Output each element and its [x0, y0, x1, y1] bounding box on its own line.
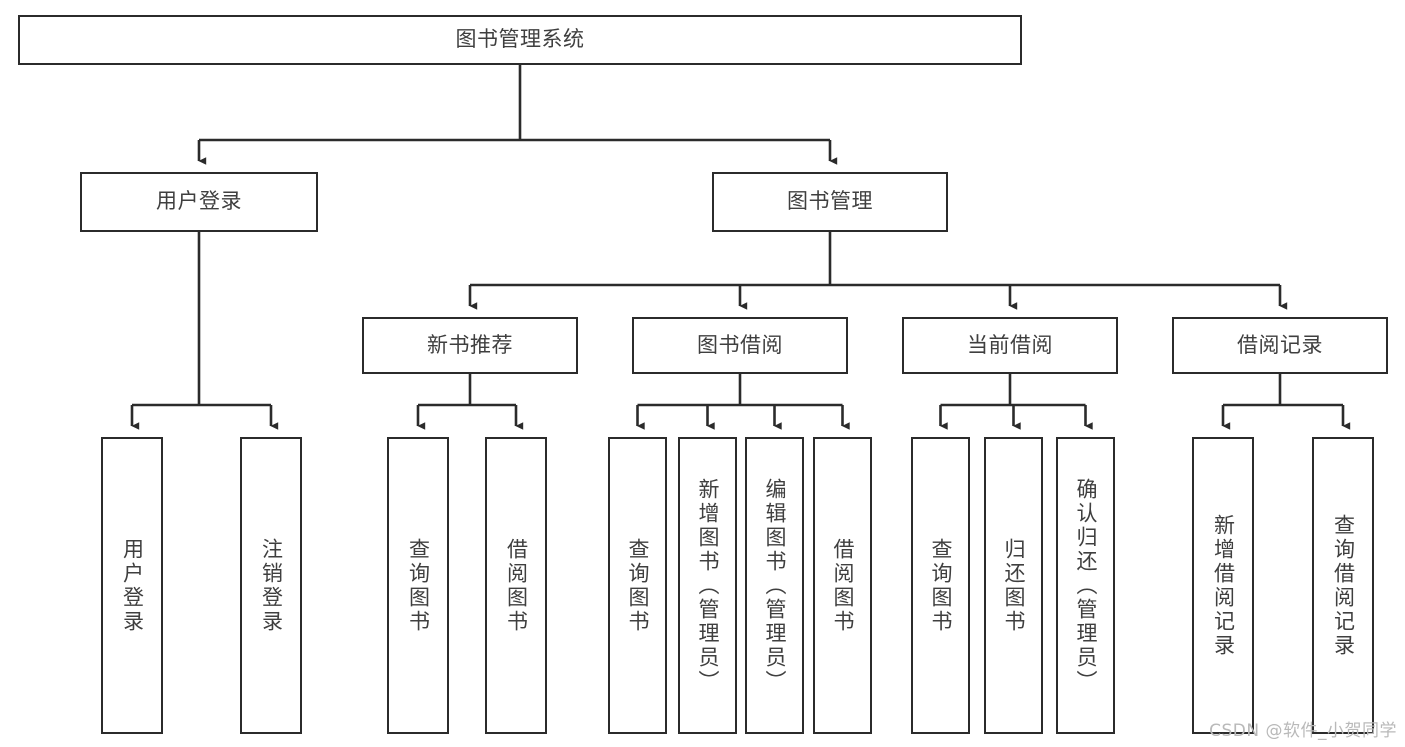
node-root[interactable]: 图书管理系统	[18, 15, 1022, 65]
watermark-label: CSDN @软件_小贺同学	[1209, 721, 1397, 741]
node-leaf-9[interactable]: 查询图书	[911, 437, 970, 734]
connector-lines	[130, 65, 1351, 430]
node-new-rec[interactable]: 新书推荐	[362, 317, 578, 374]
node-label: 当前借阅	[967, 332, 1053, 357]
node-label: 用户登录	[120, 537, 145, 634]
node-leaf-6[interactable]: 新增图书（管理员）	[678, 437, 737, 734]
node-label: 新增图书（管理员）	[696, 477, 720, 694]
node-label: 图书借阅	[697, 332, 783, 357]
node-leaf-13[interactable]: 查询借阅记录	[1312, 437, 1374, 734]
node-label: 注销登录	[259, 537, 284, 634]
node-label: 查询图书	[406, 537, 431, 634]
node-leaf-12[interactable]: 新增借阅记录	[1192, 437, 1254, 734]
node-leaf-3[interactable]: 查询图书	[387, 437, 449, 734]
node-label: 查询借阅记录	[1331, 513, 1356, 658]
node-label: 用户登录	[156, 189, 242, 214]
node-cur-borrow[interactable]: 当前借阅	[902, 317, 1118, 374]
node-leaf-8[interactable]: 借阅图书	[813, 437, 872, 734]
node-leaf-4[interactable]: 借阅图书	[485, 437, 547, 734]
node-label: 新增借阅记录	[1211, 513, 1236, 658]
node-label: 新书推荐	[427, 332, 513, 357]
node-label: 查询图书	[929, 537, 953, 634]
node-label: 借阅记录	[1237, 332, 1323, 357]
node-label: 借阅图书	[831, 537, 855, 634]
node-label: 查询图书	[626, 537, 650, 634]
node-leaf-5[interactable]: 查询图书	[608, 437, 667, 734]
node-label: 借阅图书	[504, 537, 529, 634]
node-label: 编辑图书（管理员）	[763, 477, 787, 694]
node-label: 图书管理系统	[455, 27, 585, 52]
node-user-login[interactable]: 用户登录	[80, 172, 318, 232]
node-label: 图书管理	[787, 189, 873, 214]
node-label: 归还图书	[1002, 537, 1026, 634]
node-borrow-log[interactable]: 借阅记录	[1172, 317, 1388, 374]
node-book-mgmt[interactable]: 图书管理	[712, 172, 948, 232]
node-leaf-7[interactable]: 编辑图书（管理员）	[745, 437, 804, 734]
node-leaf-11[interactable]: 确认归还（管理员）	[1056, 437, 1115, 734]
node-leaf-2[interactable]: 注销登录	[240, 437, 302, 734]
node-leaf-10[interactable]: 归还图书	[984, 437, 1043, 734]
node-label: 确认归还（管理员）	[1074, 477, 1098, 694]
node-leaf-1[interactable]: 用户登录	[101, 437, 163, 734]
node-book-borrow[interactable]: 图书借阅	[632, 317, 848, 374]
